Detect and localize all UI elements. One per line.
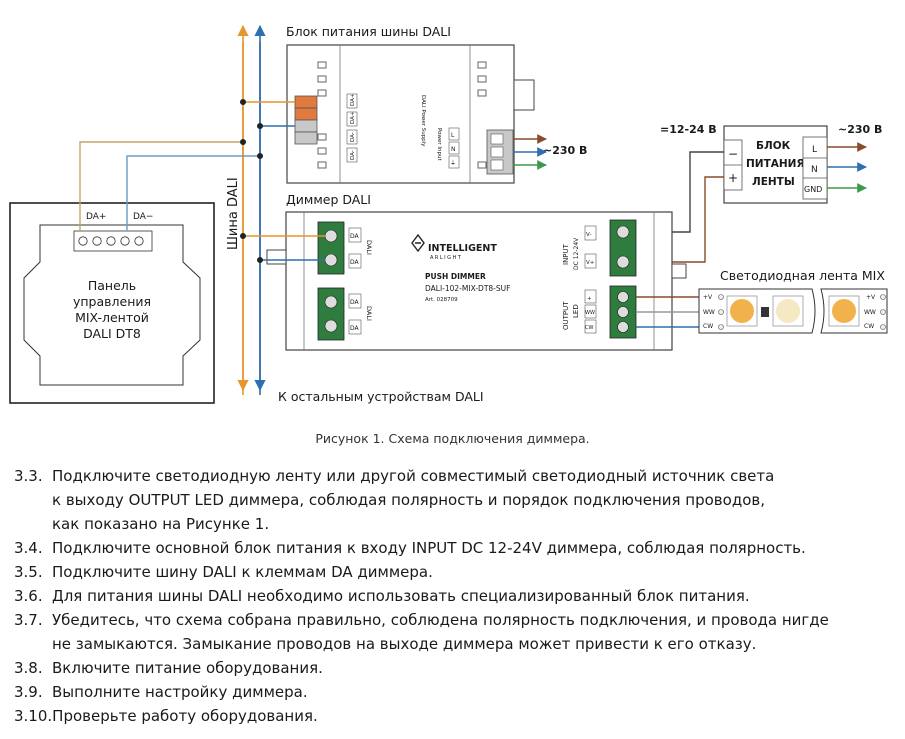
dali-psu-input-label: Power Input	[436, 128, 442, 161]
panel-da-minus: DA−	[133, 212, 153, 222]
psu-input-L: L	[451, 132, 455, 139]
panel-label-line2: управления	[73, 294, 151, 309]
psu-terminal-2: DA+	[350, 111, 356, 124]
led-psu-N: N	[811, 165, 818, 175]
list-item: 3.7. Убедитесь, что схема собрана правиль…	[14, 608, 894, 656]
strip-ww-right: WW	[864, 309, 876, 316]
dali-psu-title: Блок питания шины DALI	[286, 24, 451, 39]
step-text: Подключите светодиодную ленту или другой…	[52, 467, 775, 533]
strip-v-right: +V	[866, 294, 876, 301]
control-panel: DA+ DA− Панель управления MIX-лентой DAL…	[9, 202, 215, 404]
psu-input-ground: ⏚	[450, 160, 456, 167]
step-text: Включите питание оборудования.	[52, 659, 323, 677]
led-strip: Светодиодная лента MIX +V WW CW +V WW CW	[698, 268, 888, 334]
figure-caption: Рисунок 1. Схема подключения диммера.	[315, 431, 590, 446]
step-number: 3.3.	[14, 467, 43, 485]
dimmer-da-1: DA	[350, 233, 360, 240]
dimmer-dali-label-1: DALI	[365, 240, 373, 255]
step-text: Для питания шины DALI необходимо использ…	[52, 587, 750, 605]
step-text: Подключите шину DALI к клеммам DA диммер…	[52, 563, 433, 581]
dimmer-output-led: LED	[572, 304, 580, 318]
dali-psu-vertical-label: DALI Power Supply	[420, 95, 426, 147]
led-psu-plus: +	[728, 171, 738, 185]
step-number: 3.7.	[14, 611, 43, 629]
brand-logo-icon	[411, 233, 425, 253]
instruction-list: 3.3. Подключите светодиодную ленту или др…	[14, 464, 894, 728]
step-number: 3.10.	[14, 707, 53, 725]
step-text: Проверьте работу оборудования.	[52, 707, 318, 725]
dimmer-da-4: DA	[350, 325, 360, 332]
list-item: 3.4. Подключите основной блок питания к в…	[14, 536, 894, 560]
dali-dimmer: Диммер DALI DA DA DA DA DALI DALI INTELL…	[266, 192, 687, 351]
dimmer-in-plus: V+	[586, 260, 595, 266]
led-warm-2	[832, 299, 856, 323]
list-item: 3.6. Для питания шины DALI необходимо исп…	[14, 584, 894, 608]
psu-terminal-3: DA-	[350, 132, 356, 142]
step-number: 3.9.	[14, 683, 43, 701]
dali-bus-label: Шина DALI	[226, 177, 241, 250]
step-text: Убедитесь, что схема собрана правильно, …	[52, 611, 829, 653]
dimmer-da-2: DA	[350, 259, 360, 266]
dali-bus-lines	[237, 24, 266, 395]
psu-input-N: N	[451, 146, 456, 153]
strip-v-left: +V	[703, 294, 713, 301]
dimmer-input-label: INPUT	[562, 243, 570, 265]
step-text: Подключите основной блок питания к входу…	[52, 539, 806, 557]
mains-label-left: ~230 В	[543, 144, 587, 157]
list-item: 3.10.Проверьте работу оборудования.	[14, 704, 894, 728]
dimmer-out-plus: +	[587, 296, 592, 302]
panel-label-line1: Панель	[88, 278, 136, 293]
list-item: 3.5. Подключите шину DALI к клеммам DA ди…	[14, 560, 894, 584]
dali-power-supply: Блок питания шины DALI DA+ DA+ DA- DA-	[286, 24, 535, 184]
list-item: 3.3. Подключите светодиодную ленту или др…	[14, 464, 894, 536]
led-psu-title-line1: БЛОК	[756, 140, 791, 152]
led-psu-L: L	[812, 145, 817, 155]
mains-label-right: ~230 В	[838, 123, 882, 136]
other-devices-label: К остальным устройствам DALI	[278, 389, 484, 404]
step-text: Выполните настройку диммера.	[52, 683, 308, 701]
led-cold-1	[776, 299, 800, 323]
step-number: 3.5.	[14, 563, 43, 581]
panel-label-line4: DALI DT8	[83, 326, 141, 341]
led-psu-minus: −	[728, 147, 738, 161]
led-psu-title-line3: ЛЕНТЫ	[752, 176, 795, 188]
step-number: 3.8.	[14, 659, 43, 677]
step-number: 3.6.	[14, 587, 43, 605]
dc-voltage-label: =12-24 В	[660, 123, 717, 136]
psu-terminal-1: DA+	[350, 93, 356, 106]
strip-cw-right: CW	[864, 323, 874, 330]
dimmer-art: Art. 028709	[425, 297, 458, 303]
dimmer-model-1: PUSH DIMMER	[425, 272, 486, 281]
led-power-supply: =12-24 В БЛОК ПИТАНИЯ ЛЕНТЫ − + L N GND	[660, 123, 828, 204]
list-item: 3.9. Выполните настройку диммера.	[14, 680, 894, 704]
dimmer-input-dc: DC 12-24V	[573, 237, 580, 270]
panel-label-line3: MIX-лентой	[75, 310, 149, 325]
dimmer-dali-label-2: DALI	[365, 306, 373, 321]
led-psu-GND: GND	[804, 185, 822, 194]
led-psu-title-line2: ПИТАНИЯ	[746, 158, 805, 170]
dimmer-title: Диммер DALI	[286, 192, 371, 207]
strip-ww-left: WW	[703, 309, 715, 316]
led-strip-title: Светодиодная лента MIX	[720, 268, 885, 283]
dimmer-model-2: DALI-102-MIX-DT8-SUF	[425, 284, 510, 293]
dimmer-brand-sub: ARLIGHT	[430, 255, 462, 261]
dimmer-out-cw: CW	[585, 325, 593, 331]
dimmer-in-minus: V-	[586, 232, 591, 238]
dimmer-output-label: OUTPUT	[562, 301, 570, 330]
strip-cw-left: CW	[703, 323, 713, 330]
dimmer-da-3: DA	[350, 299, 360, 306]
dimmer-brand: INTELLIGENT	[428, 243, 497, 254]
wiring-diagram: Шина DALI Блок питания шины DALI DA+ DA+…	[9, 24, 888, 404]
list-item: 3.8. Включите питание оборудования.	[14, 656, 894, 680]
panel-da-plus: DA+	[86, 212, 106, 222]
step-number: 3.4.	[14, 539, 43, 557]
psu-terminal-4: DA-	[350, 150, 356, 160]
led-warm-1	[730, 299, 754, 323]
dimmer-out-ww: WW	[585, 310, 595, 316]
